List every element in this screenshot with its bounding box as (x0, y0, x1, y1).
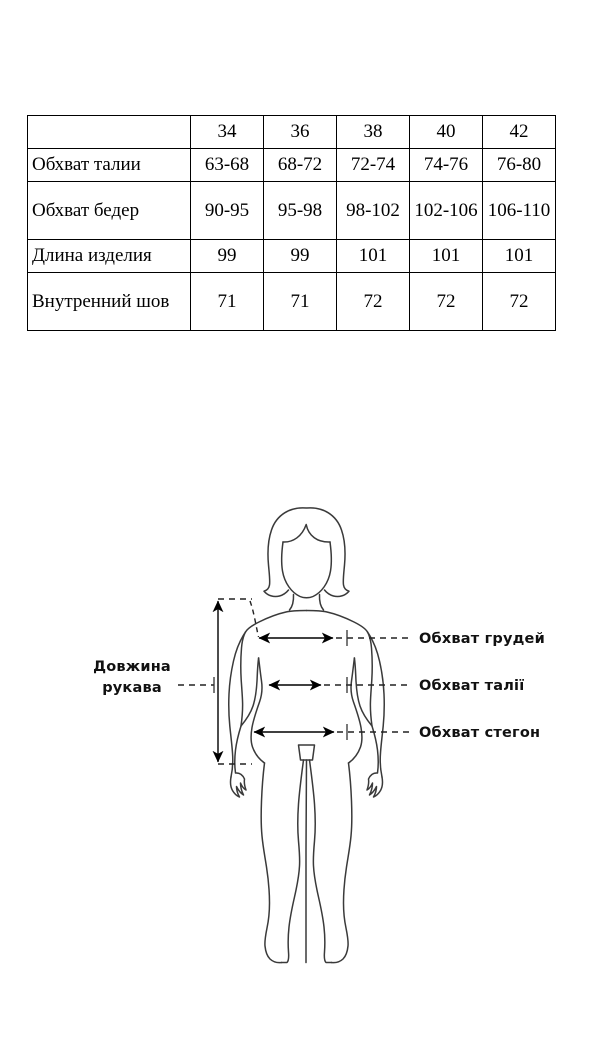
hair-outline (263, 507, 350, 598)
table-row: Длина изделия 99 99 101 101 101 (27, 239, 556, 273)
right-arm-inner (366, 725, 384, 798)
table-cell: 63-68 (190, 148, 264, 182)
left-arm-inner (229, 725, 247, 798)
table-cell: 101 (336, 239, 410, 273)
table-cell: 95-98 (263, 181, 337, 240)
fringe-outline (282, 523, 331, 543)
table-cell: 90-95 (190, 181, 264, 240)
table-row: Обхват бедер 90-95 95-98 98-102 102-106 … (27, 181, 556, 240)
body-outline-group (228, 507, 385, 964)
table-header-cell-2: 36 (263, 115, 337, 149)
left-leg-outer (260, 762, 283, 964)
table-cell: 72 (482, 272, 556, 331)
table-cell: 72 (409, 272, 483, 331)
measurement-arrows-group (212, 600, 335, 763)
table-cell: 101 (482, 239, 556, 273)
right-leg-outer (330, 762, 353, 964)
table-cell: 102-106 (409, 181, 483, 240)
table-cell: 76-80 (482, 148, 556, 182)
shoulder-guide-group (249, 600, 260, 638)
row-label: Обхват талии (27, 148, 191, 182)
table-header-cell-3: 38 (336, 115, 410, 149)
left-arm-outer (228, 631, 247, 778)
table-cell: 72 (336, 272, 410, 331)
table-row: Обхват талии 63-68 68-72 72-74 74-76 76-… (27, 148, 556, 182)
table-cell: 74-76 (409, 148, 483, 182)
left-leg-inner (280, 759, 305, 964)
table-cell: 99 (190, 239, 264, 273)
table-cell: 99 (263, 239, 337, 273)
table-cell: 71 (190, 272, 264, 331)
face-outline (280, 541, 333, 599)
neck-outline (288, 593, 325, 611)
right-leg-inner (308, 759, 333, 964)
shoulder-slope-guide (249, 600, 260, 638)
table-header-cell-0 (27, 115, 191, 149)
torso-right-outline (305, 609, 373, 727)
table-cell: 101 (409, 239, 483, 273)
chest-label: Обхват грудей (419, 631, 545, 647)
row-label: Длина изделия (27, 239, 191, 273)
sleeve-length-label-line2: рукава (102, 680, 162, 696)
torso-left-outline (240, 609, 308, 727)
row-label: Обхват бедер (27, 181, 191, 240)
hip-right-outline (347, 657, 363, 764)
leader-lines-group (178, 598, 412, 765)
table-header-cell-4: 40 (409, 115, 483, 149)
inner-leg-seam (305, 759, 308, 964)
leader-tick-group (213, 630, 348, 740)
table-header-cell-1: 34 (190, 115, 264, 149)
sleeve-length-label-line1: Довжина (93, 659, 171, 675)
hip-left-outline (250, 657, 266, 764)
row-label: Внутренний шов (27, 272, 191, 331)
table-row: Внутренний шов 71 71 72 72 72 (27, 272, 556, 331)
table-cell: 68-72 (263, 148, 337, 182)
table-header-cell-5: 42 (482, 115, 556, 149)
table-cell: 106-110 (482, 181, 556, 240)
table-cell: 98-102 (336, 181, 410, 240)
table-cell: 72-74 (336, 148, 410, 182)
waist-label: Обхват талії (419, 678, 524, 694)
size-table: 34 36 38 40 42 Обхват талии 63-68 68-72 … (27, 115, 556, 331)
crotch-notch (297, 744, 316, 761)
hips-label: Обхват стегон (419, 725, 540, 741)
table-cell: 71 (263, 272, 337, 331)
table-header-row: 34 36 38 40 42 (27, 115, 556, 149)
right-arm-outer (366, 631, 385, 778)
size-table-container: 34 36 38 40 42 Обхват талии 63-68 68-72 … (27, 115, 556, 331)
measurement-diagram: Довжина рукава Обхват грудей Обхват талі… (0, 470, 600, 1030)
